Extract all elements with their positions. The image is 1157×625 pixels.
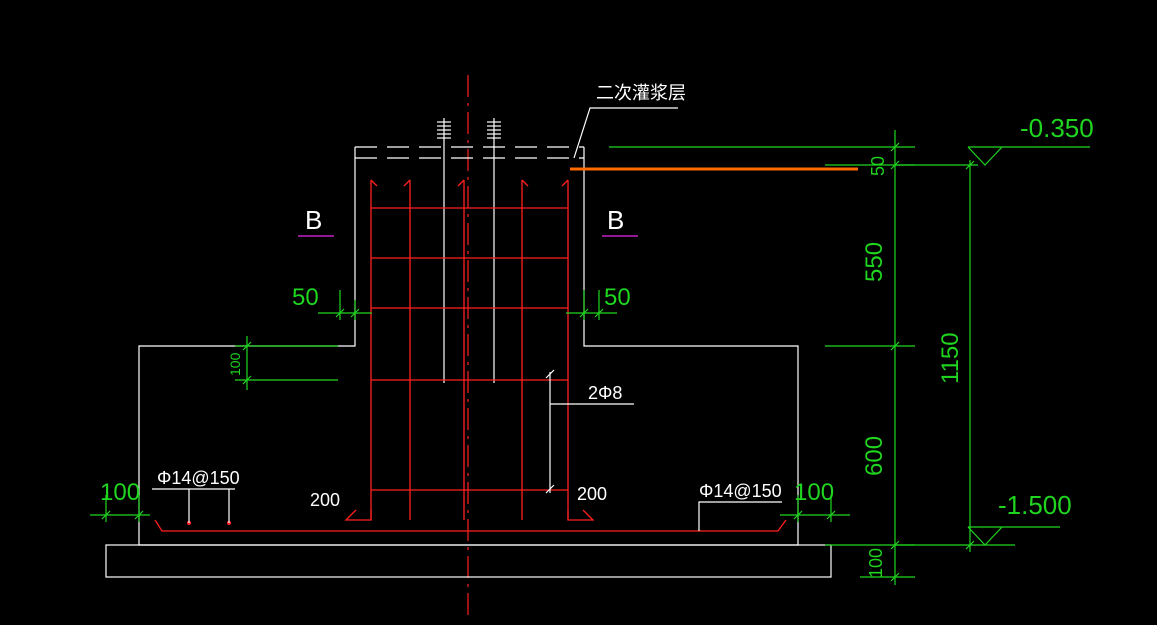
bottom-rebar-label-left: Φ14@150 (157, 468, 240, 488)
pedestal-rebar-cage (154, 179, 787, 532)
grout-leader-line (573, 107, 678, 159)
bedding-dimension-value: 100 (866, 548, 886, 578)
elevation-marker-bottom (967, 526, 1060, 546)
base-dimension-value: 600 (861, 436, 888, 476)
elevation-top-value: -0.350 (1020, 113, 1094, 143)
grout-layer (355, 146, 584, 159)
elevation-marker-top (967, 146, 1090, 166)
edge-dimension-right (780, 495, 850, 522)
grout-layer-label: 二次灌浆层 (596, 83, 686, 103)
section-mark-left: B (305, 205, 322, 235)
stirrup-label: 2Φ8 (588, 383, 622, 403)
elevation-bottom-value: -1.500 (998, 490, 1072, 520)
step-dimension-value: 100 (227, 352, 243, 376)
anchor-bolts (437, 118, 501, 383)
vertical-dimension-chain (609, 130, 1015, 585)
cover-dimension-left (318, 290, 372, 320)
edge-dimension-left-value: 100 (100, 479, 140, 506)
edge-dimension-right-value: 100 (794, 479, 834, 506)
grout-dimension-value: 50 (868, 156, 888, 176)
step-dimension (235, 336, 338, 390)
edge-dimension-left (90, 495, 150, 522)
section-mark-right: B (607, 205, 624, 235)
pedestal-dimension-value: 550 (861, 242, 888, 282)
hook-label-left: 200 (310, 490, 340, 510)
total-dimension-value: 1150 (937, 332, 964, 384)
hook-label-right: 200 (577, 484, 607, 504)
bedding-layer (105, 544, 832, 578)
cover-dimension-right (566, 290, 617, 320)
cover-dimension-right-value: 50 (604, 284, 631, 311)
cover-dimension-left-value: 50 (292, 284, 319, 311)
bottom-rebar-label-right: Φ14@150 (699, 481, 782, 501)
